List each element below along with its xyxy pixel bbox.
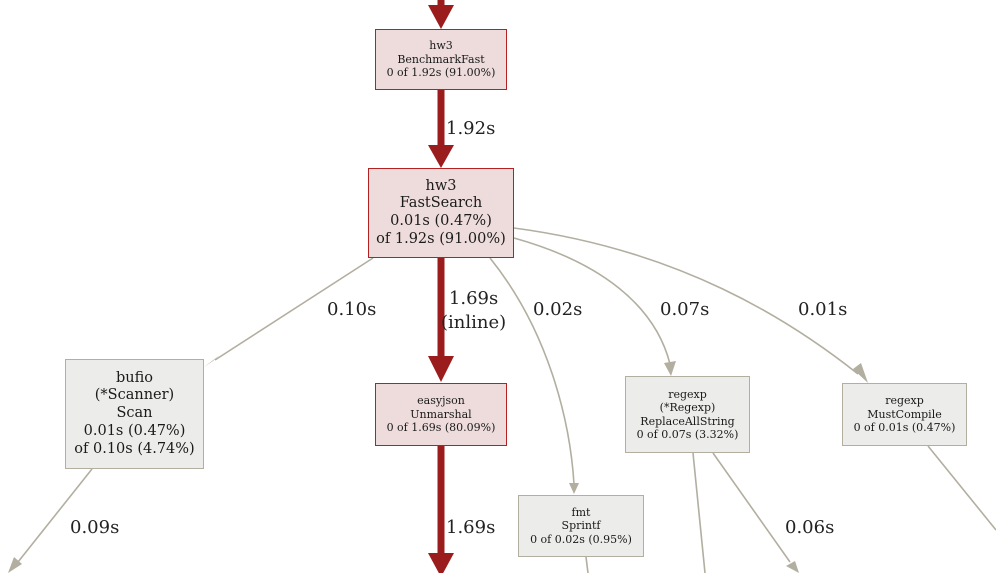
node-line: (*Scanner)	[94, 387, 175, 404]
edge-fastsearch-to-replaceall-arrowhead	[664, 361, 676, 376]
node-line: 0 of 0.01s (0.47%)	[853, 421, 956, 435]
node-line: Unmarshal	[410, 407, 472, 421]
edge-label-inline-note: (inline)	[441, 312, 507, 334]
node-line: 0 of 1.69s (80.09%)	[386, 421, 496, 435]
node-line: FastSearch	[399, 195, 483, 212]
edge-label-fastsearch-to-replaceall: 0.07s	[660, 299, 710, 320]
node-line: of 1.92s (91.00%)	[376, 230, 506, 247]
node-line: hw3	[429, 39, 453, 53]
node-line: 0 of 0.07s (3.32%)	[636, 427, 739, 441]
edge-label-easyjson-out: 1.69s	[446, 517, 496, 538]
edge-label-time: 1.69s	[448, 288, 499, 309]
node-line: regexp	[885, 394, 924, 408]
node-line: ReplaceAllString	[640, 414, 735, 428]
node-line: of 0.10s (4.74%)	[74, 440, 195, 457]
edge-label-replaceall-out: 0.06s	[785, 517, 835, 538]
edge-fastsearch-to-easyjson-arrowhead	[428, 356, 454, 382]
edge-mustcompile-out[interactable]	[927, 445, 996, 531]
node-line: 0.01s (0.47%)	[83, 422, 186, 439]
edge-sprintf-out[interactable]	[585, 556, 589, 573]
node-line: 0.01s (0.47%)	[390, 213, 492, 229]
node-line: Sprintf	[561, 519, 601, 533]
edge-fastsearch-to-mustcompile[interactable]	[513, 227, 859, 375]
node-line: easyjson	[417, 394, 465, 408]
node-line: hw3	[425, 177, 457, 194]
edge-bufio-out-arrowhead	[8, 557, 22, 573]
edge-label-bufio-out: 0.09s	[70, 517, 120, 538]
edge-benchmark-to-fastsearch-arrowhead	[428, 145, 454, 168]
node-line: (*Regexp)	[659, 401, 716, 415]
node-line: bufio	[115, 369, 154, 386]
edge-fastsearch-to-replaceall[interactable]	[513, 237, 671, 365]
node-line: Scan	[116, 405, 153, 422]
node-line: MustCompile	[867, 407, 942, 421]
edge-label-fastsearch-to-bufio: 0.10s	[327, 299, 377, 320]
node-line: regexp	[668, 387, 707, 401]
edge-incoming-benchmark-fast-arrowhead	[428, 5, 454, 29]
edge-bufio-out[interactable]	[17, 468, 93, 563]
edge-label-benchmark-to-fastsearch: 1.92s	[446, 118, 496, 139]
edge-replaceall-out-arrowhead	[786, 561, 799, 573]
edge-replaceall-out-left[interactable]	[692, 452, 706, 573]
edge-fastsearch-to-sprintf[interactable]	[489, 257, 575, 485]
node-line: BenchmarkFast	[397, 52, 485, 66]
edge-fastsearch-to-bufio-arrowhead	[204, 355, 220, 367]
edge-replaceall-out[interactable]	[712, 452, 791, 563]
node-line: 0 of 0.02s (0.95%)	[530, 532, 632, 546]
edge-label-fastsearch-to-easyjson: 1.69s (inline)	[441, 287, 506, 336]
edge-label-fastsearch-to-mustcompile: 0.01s	[798, 299, 848, 320]
edge-easyjson-out-arrowhead	[428, 553, 454, 573]
edge-fastsearch-to-mustcompile-arrowhead	[853, 363, 868, 383]
edge-label-fastsearch-to-sprintf: 0.02s	[533, 299, 583, 320]
edge-fastsearch-to-sprintf-arrowhead	[569, 483, 579, 494]
edge-fastsearch-to-bufio[interactable]	[214, 257, 374, 361]
node-line: 0 of 1.92s (91.00%)	[386, 66, 496, 80]
node-line: fmt	[571, 505, 591, 519]
